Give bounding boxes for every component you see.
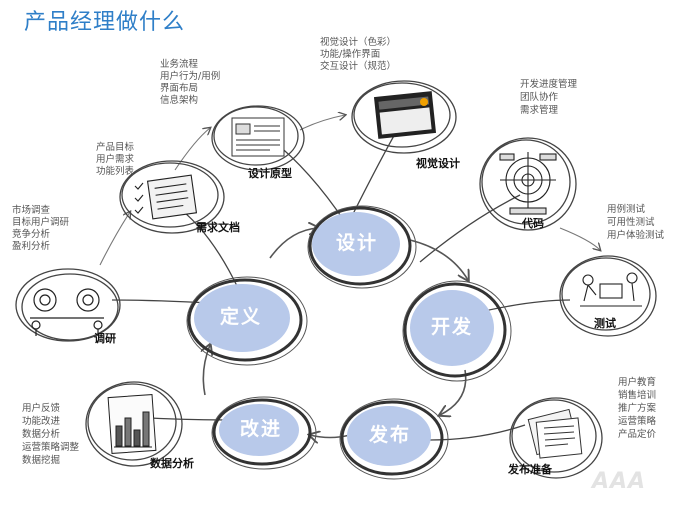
phase-release-shape	[339, 398, 449, 480]
screen-mockup-icon	[373, 91, 437, 139]
test-note-2: 可用性测试	[607, 217, 655, 228]
node-test-label: 测试	[594, 317, 616, 330]
user-testing-icon	[580, 272, 642, 307]
research-note-1: 市场调查	[12, 205, 51, 216]
page-title: 产品经理做什么	[24, 10, 186, 35]
requirements-note-2: 用户需求	[96, 154, 135, 165]
node-launch-circle	[509, 397, 603, 479]
phase-improve-label: 改进	[240, 418, 283, 440]
phase-define-label: 定义	[220, 306, 263, 328]
node-launch-label: 发布准备	[508, 463, 552, 476]
test-note-3: 用户体验测试	[607, 230, 665, 241]
research-note-4: 盈利分析	[12, 241, 51, 252]
prototype-note-4: 信息架构	[160, 95, 199, 106]
node-research-circle	[15, 268, 121, 342]
node-code-circle	[479, 137, 577, 231]
launch-note-5: 产品定价	[618, 429, 657, 440]
process-diagram-icon	[499, 152, 557, 215]
wireframe-icon	[231, 117, 285, 157]
node-prototype-circle	[211, 105, 305, 171]
analysis-note-4: 运营策略调整	[22, 442, 80, 453]
node-requirements-circle	[119, 160, 225, 234]
requirements-note-1: 产品目标	[96, 142, 135, 153]
visual-note-2: 功能/操作界面	[320, 49, 381, 60]
code-note-3: 需求管理	[520, 105, 559, 116]
bar-chart-icon	[107, 393, 157, 455]
visual-note-3: 交互设计（规范）	[320, 61, 397, 72]
document-checklist-icon	[134, 174, 198, 220]
node-analysis-label: 数据分析	[150, 457, 194, 470]
node-visual-label: 视觉设计	[416, 157, 460, 170]
people-meeting-icon	[30, 288, 104, 336]
node-code-label: 代码	[522, 217, 544, 230]
phase-develop-shape	[402, 280, 512, 382]
test-note-1: 用例测试	[607, 204, 646, 215]
analysis-note-2: 功能改进	[22, 416, 61, 427]
documents-stack-icon	[527, 408, 583, 459]
watermark-logo: AAA	[592, 469, 647, 494]
launch-note-2: 销售培训	[618, 390, 657, 401]
node-requirements-label: 需求文档	[196, 221, 240, 234]
node-prototype-label: 设计原型	[248, 167, 292, 180]
research-note-2: 目标用户调研	[12, 217, 70, 228]
code-note-1: 开发进度管理	[520, 79, 578, 90]
analysis-note-1: 用户反馈	[22, 403, 61, 414]
analysis-note-5: 数据挖掘	[22, 455, 61, 466]
launch-note-3: 推广方案	[618, 403, 657, 414]
visual-note-1: 视觉设计（色彩）	[320, 37, 397, 48]
launch-note-4: 运营策略	[618, 416, 657, 427]
research-note-3: 竞争分析	[12, 229, 51, 240]
phase-define-shape	[186, 276, 308, 366]
phase-release-label: 发布	[369, 424, 412, 446]
code-note-2: 团队协作	[520, 92, 559, 103]
launch-note-1: 用户教育	[618, 377, 657, 388]
prototype-note-2: 用户行为/用例	[160, 71, 221, 82]
phase-design-label: 设计	[336, 232, 379, 254]
prototype-note-3: 界面布局	[160, 83, 199, 94]
phase-improve-shape	[211, 396, 317, 470]
prototype-note-1: 业务流程	[160, 59, 199, 70]
node-analysis-circle	[85, 381, 183, 467]
node-test-circle	[559, 255, 657, 337]
requirements-note-3: 功能列表	[96, 166, 135, 177]
phase-design-shape	[307, 205, 417, 289]
analysis-note-3: 数据分析	[22, 429, 61, 440]
node-visual-circle	[351, 80, 457, 154]
phase-develop-label: 开发	[431, 316, 474, 338]
node-research-label: 调研	[94, 332, 116, 345]
